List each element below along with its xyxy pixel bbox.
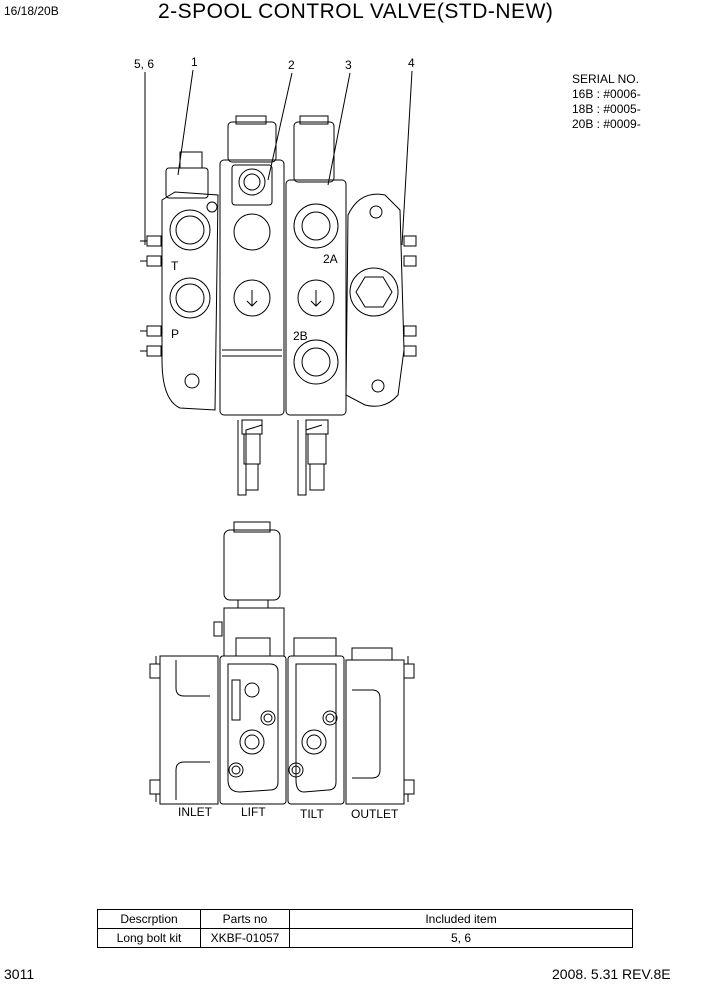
cell-parts-no: XKBF-01057	[200, 928, 290, 948]
header-included-item: Included item	[289, 909, 633, 929]
section-label-tilt: TILT	[300, 807, 324, 821]
port-label-2a: 2A	[323, 252, 338, 266]
page-number: 3011	[4, 966, 35, 982]
revision-date: 2008. 5.31 REV.8E	[552, 966, 671, 982]
serial-line: 16B : #0006-	[572, 87, 641, 101]
serial-heading: SERIAL NO.	[572, 72, 639, 86]
table-row: Long bolt kit XKBF-01057 5, 6	[97, 928, 633, 948]
callout-5-6: 5, 6	[134, 57, 154, 71]
callout-1: 1	[191, 55, 198, 69]
cell-description: Long bolt kit	[97, 928, 201, 948]
callout-4: 4	[408, 56, 415, 70]
top-view	[140, 115, 417, 496]
parts-table-header: Descrption Parts no Included item	[97, 909, 633, 929]
serial-line: 18B : #0005-	[572, 102, 641, 116]
page-title: 2-SPOOL CONTROL VALVE(STD-NEW)	[158, 0, 554, 23]
cell-included-item: 5, 6	[289, 928, 633, 948]
callout-2: 2	[288, 58, 295, 72]
serial-line: 20B : #0009-	[572, 117, 641, 131]
serial-number-block: SERIAL NO. 16B : #0006- 18B : #0005- 20B…	[572, 72, 641, 132]
port-label-p: P	[171, 327, 179, 341]
parts-table: Descrption Parts no Included item Long b…	[97, 909, 633, 948]
header-description: Descrption	[97, 909, 201, 929]
callout-3: 3	[345, 58, 352, 72]
section-label-outlet: OUTLET	[351, 807, 399, 821]
front-view	[149, 521, 415, 805]
port-label-2b: 2B	[293, 329, 308, 343]
port-label-t: T	[171, 259, 179, 273]
section-label-lift: LIFT	[241, 805, 266, 819]
leader-lines	[144, 69, 413, 246]
section-label-inlet: INLET	[178, 805, 213, 819]
header-parts-no: Parts no	[200, 909, 290, 929]
model-code: 16/18/20B	[4, 4, 59, 18]
